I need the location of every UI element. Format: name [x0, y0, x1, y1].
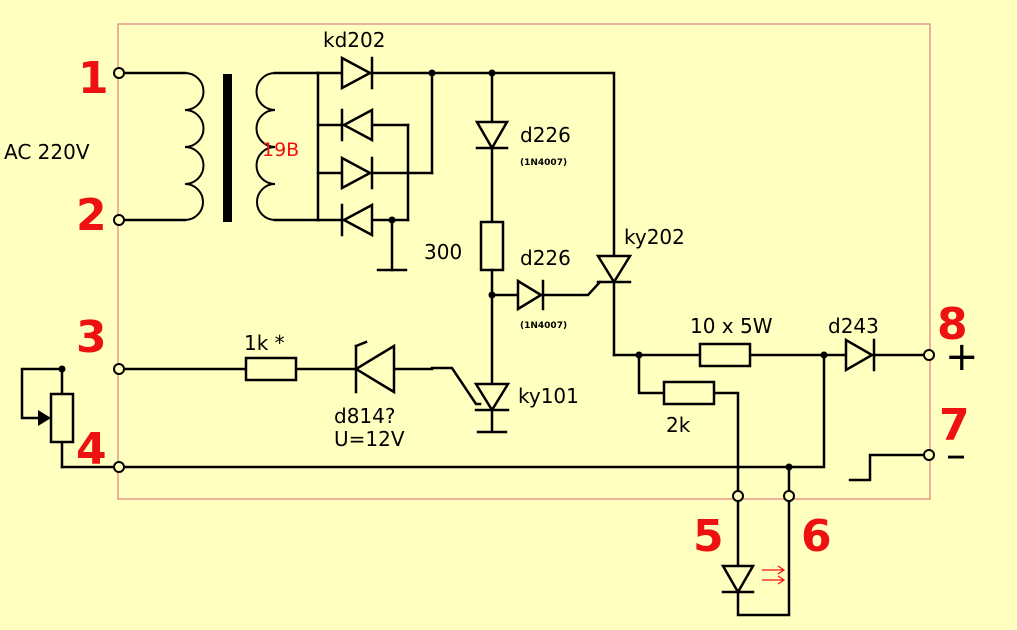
top-rail [430, 71, 616, 357]
minus-sign: – [946, 432, 966, 478]
terminal-8-pad [923, 349, 935, 361]
led [720, 564, 786, 595]
terminal-1-label: 1 [78, 53, 109, 104]
ac-input-label: AC 220V [4, 140, 90, 164]
diode-bridge [316, 55, 436, 272]
thyristor-ky202 [595, 254, 633, 285]
resistor-2k [662, 380, 716, 406]
r1k-label: 1k * [244, 331, 285, 355]
plus-sign: + [945, 334, 979, 380]
ky101-label: ky101 [518, 384, 579, 408]
resistor-1k [244, 356, 298, 382]
zener-d814 [353, 340, 396, 395]
diode-d226-top [474, 71, 510, 224]
zener-voltage-label: U=12V [334, 427, 405, 451]
terminal-5-pad [732, 490, 744, 502]
r300-label: 300 [424, 240, 462, 264]
board-outline [117, 23, 931, 500]
resistor-300 [479, 220, 505, 272]
terminal-2-pad [113, 214, 125, 226]
output-section [612, 337, 926, 617]
thyristor-ky101 [430, 366, 511, 434]
r2k-label: 2k [666, 413, 691, 437]
bottom-rail [60, 353, 826, 469]
terminal-2-label: 2 [76, 190, 107, 241]
terminal-6-label: 6 [801, 511, 832, 562]
terminal-3-pad [113, 363, 125, 375]
diode-d243 [844, 337, 876, 373]
terminal-8-label: 8 [937, 299, 968, 350]
terminal-6-pad [783, 490, 795, 502]
zener-label: d814? [334, 404, 395, 428]
ky202-label: ky202 [624, 225, 685, 249]
secondary-voltage-label: 19В [262, 139, 299, 161]
terminal-circles [113, 67, 935, 502]
terminal-4-label: 4 [76, 424, 107, 475]
terminal-3-label: 3 [76, 312, 107, 363]
potentiometer [20, 365, 75, 469]
terminal-7-pad [923, 449, 935, 461]
d243-label: d243 [828, 314, 879, 338]
resistor-10x5w [698, 342, 752, 368]
terminal-7-label: 7 [939, 400, 970, 451]
d226-top-label: d226 [520, 123, 571, 147]
diode-d226-mid [490, 278, 602, 312]
terminal-1-pad [113, 67, 125, 79]
1n4007-top-label: (1N4007) [520, 158, 567, 168]
r10x5w-label: 10 x 5W [690, 314, 773, 338]
terminal-4-pad [113, 461, 125, 473]
d226-mid-label: d226 [520, 246, 571, 270]
transformer [122, 71, 320, 222]
1n4007-mid-label: (1N4007) [520, 321, 567, 331]
bridge-label: kd202 [323, 28, 385, 52]
terminal-5-label: 5 [693, 511, 724, 562]
